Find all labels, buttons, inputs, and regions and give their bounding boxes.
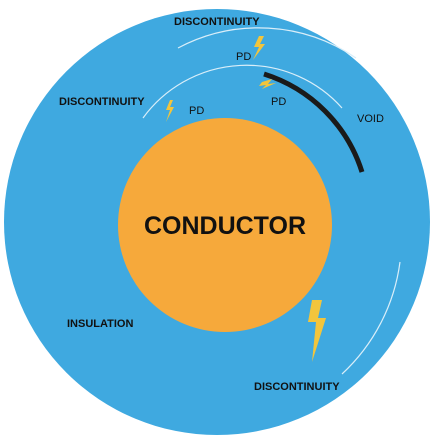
void-arc bbox=[263, 71, 365, 173]
pd-label-left: PD bbox=[189, 105, 204, 117]
pd-label-void: PD bbox=[271, 96, 286, 108]
pd-label-top: PD bbox=[236, 51, 251, 63]
void-label: VOID bbox=[357, 113, 384, 125]
discontinuity-label-top: DISCONTINUITY bbox=[174, 16, 260, 28]
spark-icon-bottom bbox=[308, 300, 326, 362]
spark-icon-void bbox=[259, 79, 276, 89]
discontinuity-arc-left bbox=[142, 64, 343, 119]
discontinuity-label-bottom: DISCONTINUITY bbox=[254, 381, 340, 393]
discontinuity-label-left: DISCONTINUITY bbox=[59, 96, 145, 108]
conductor-core bbox=[118, 118, 332, 332]
conductor-label: CONDUCTOR bbox=[144, 212, 306, 240]
discontinuity-arc-bottom-right bbox=[341, 261, 401, 375]
spark-icon-left bbox=[166, 100, 174, 122]
discontinuity-arc-top bbox=[177, 27, 357, 59]
spark-icon-top bbox=[253, 36, 265, 60]
insulation-label: INSULATION bbox=[67, 318, 133, 330]
